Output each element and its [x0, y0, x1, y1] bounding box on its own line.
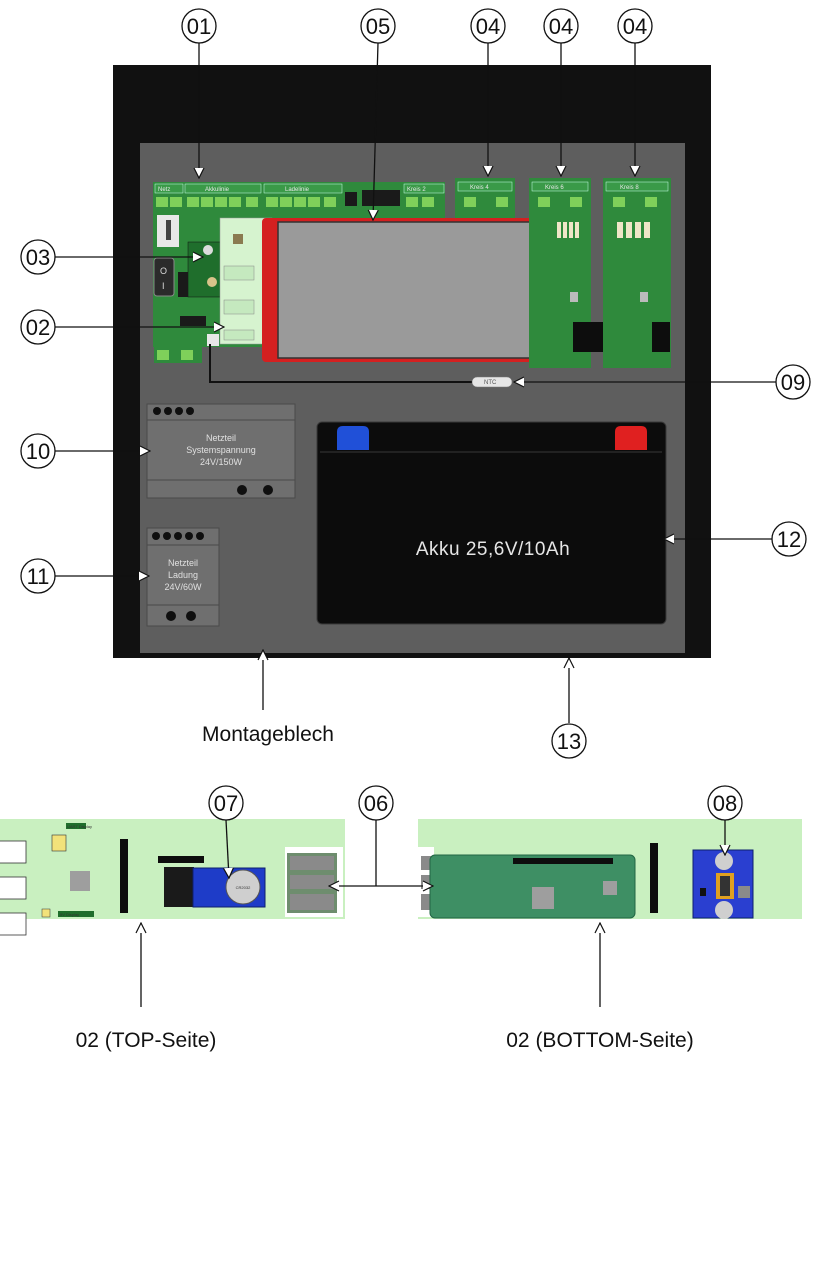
- label-5v-display: 5V Display: [60, 912, 79, 917]
- svg-text:06: 06: [364, 791, 388, 816]
- callout-03: 03: [20, 239, 203, 275]
- psu-system-line1: Netzteil: [206, 433, 236, 443]
- terminal-row-main: [156, 197, 434, 207]
- svg-text:07: 07: [214, 791, 238, 816]
- psu-charge-line3: 24V/60W: [164, 582, 202, 592]
- callout-02: 02: [20, 309, 224, 345]
- caption-top-side: 02 (TOP-Seite): [76, 1029, 217, 1052]
- ntc-label: NTC: [484, 380, 497, 386]
- ntc-sensor: NTC: [209, 344, 513, 388]
- callout-12: 12: [664, 521, 807, 557]
- svg-text:12: 12: [777, 527, 801, 552]
- svg-text:03: 03: [26, 245, 50, 270]
- callout-05: 05: [360, 8, 396, 220]
- label-kreis8: Kreis 8: [620, 185, 639, 191]
- psu-system: Netzteil Systemspannung 24V/150W: [146, 403, 296, 499]
- svg-text:13: 13: [557, 729, 581, 754]
- label-akkulinie: Akkulinie: [205, 187, 230, 193]
- label-ladelinie: Ladelinie: [285, 187, 310, 193]
- psu-charge-line2: Ladung: [168, 570, 198, 580]
- battery: Akku 25,6V/10Ah: [316, 421, 667, 625]
- touch-display: [262, 218, 557, 362]
- label-kreis6: Kreis 6: [545, 185, 564, 191]
- callout-04-c: 04: [617, 8, 653, 176]
- svg-text:I: I: [162, 281, 165, 291]
- psu-charge: Netzteil Ladung 24V/60W: [146, 527, 220, 627]
- caption-bottom-side: 02 (BOTTOM-Seite): [506, 1029, 693, 1052]
- psu-charge-line1: Netzteil: [168, 558, 198, 568]
- psu-system-line2: Systemspannung: [186, 445, 256, 455]
- caption-top-side-arrow: 02 (TOP-Seite): [76, 923, 217, 1052]
- callout-10: 10: [20, 433, 150, 469]
- svg-text:11: 11: [27, 564, 50, 589]
- svg-text:01: 01: [187, 14, 211, 39]
- svg-text:04: 04: [549, 14, 573, 39]
- callout-07: 07: [208, 785, 244, 878]
- label-netz: Netz: [158, 187, 170, 193]
- callout-06: 06: [329, 785, 433, 886]
- label-kreis2: Kreis 2: [407, 187, 426, 193]
- callout-01: 01: [181, 8, 217, 178]
- relay-board-2: Kreis 6: [529, 178, 607, 368]
- board-top-side: UART Display CR2032 5V Display: [0, 819, 345, 936]
- caption-bottom-side-arrow: 02 (BOTTOM-Seite): [506, 923, 694, 1052]
- board-bottom-side: [418, 819, 802, 919]
- caption-montageblech: Montageblech: [202, 723, 334, 746]
- relay-board-3: Kreis 8: [603, 178, 671, 368]
- callout-montageblech: Montageblech: [202, 650, 334, 746]
- callout-13: 13: [551, 658, 587, 759]
- callout-11: 11: [20, 558, 149, 594]
- callout-09: 09: [514, 364, 811, 400]
- label-kreis4: Kreis 4: [470, 185, 489, 191]
- svg-text:09: 09: [781, 370, 805, 395]
- svg-text:10: 10: [26, 439, 50, 464]
- svg-text:05: 05: [366, 14, 390, 39]
- svg-text:04: 04: [623, 14, 647, 39]
- callout-04-b: 04: [543, 8, 579, 176]
- relay-board-1: Kreis 4: [455, 178, 515, 218]
- callout-04-a: 04: [470, 8, 506, 176]
- svg-text:08: 08: [713, 791, 737, 816]
- svg-text:04: 04: [476, 14, 500, 39]
- svg-text:02: 02: [26, 315, 50, 340]
- callout-08: 08: [707, 785, 743, 855]
- psu-system-line3: 24V/150W: [200, 457, 243, 467]
- coin-cell-label: CR2032: [236, 885, 251, 890]
- label-uart-display: UART Display: [67, 824, 92, 829]
- svg-text:O: O: [160, 266, 167, 276]
- battery-label: Akku 25,6V/10Ah: [416, 539, 570, 560]
